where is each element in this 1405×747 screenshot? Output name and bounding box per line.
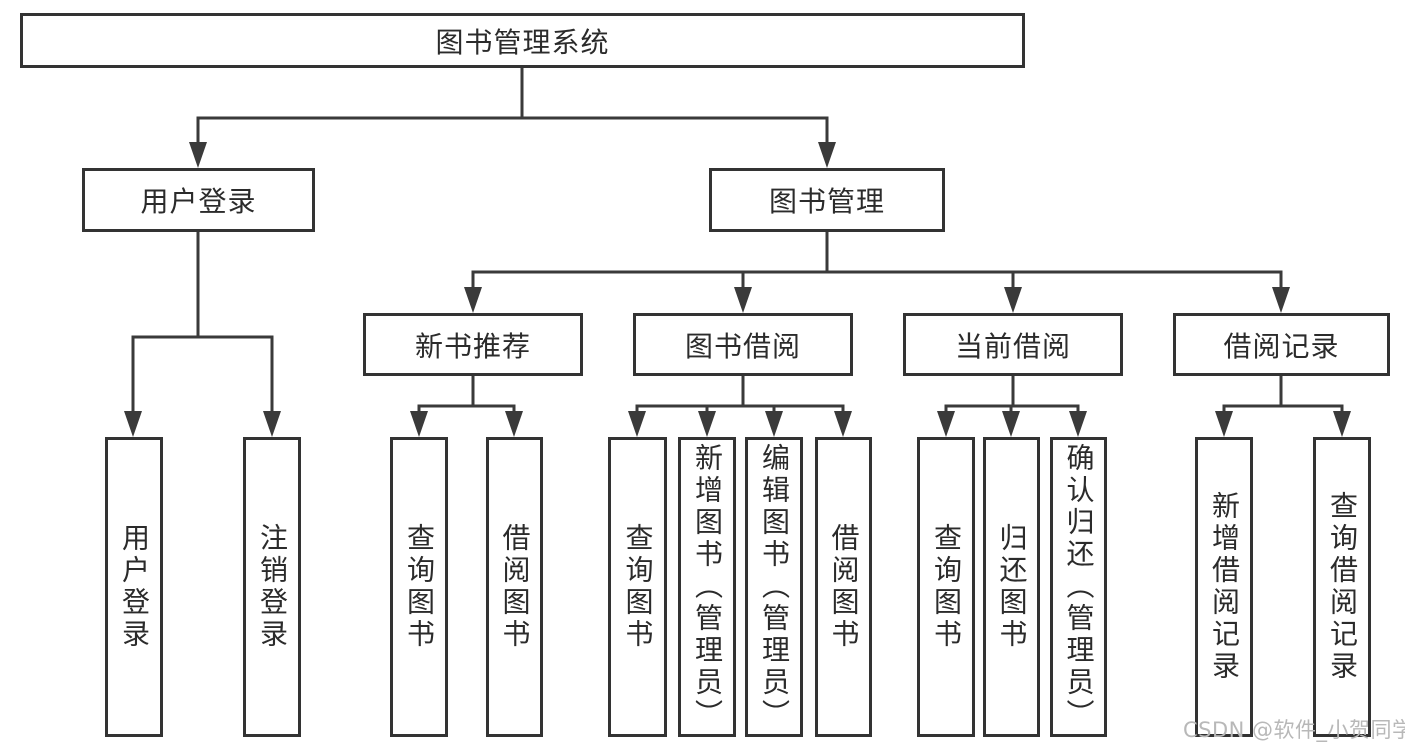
node-label: 查询图书 — [621, 523, 655, 651]
arrowhead-icon — [734, 287, 752, 313]
node-label: 用户登录 — [118, 523, 151, 651]
node-new-book-recommend: 新书推荐 — [363, 313, 583, 376]
leaf-query-books-borrow: 查询图书 — [608, 437, 667, 737]
leaf-add-borrow-record: 新增借阅记录 — [1195, 437, 1253, 737]
arrowhead-icon — [1002, 411, 1020, 437]
node-label: 借阅记录 — [1223, 329, 1340, 363]
arrowhead-icon — [505, 411, 523, 437]
node-label: 用户登录 — [140, 185, 257, 218]
arrowhead-icon — [1333, 411, 1351, 437]
leaf-borrow-books: 借阅图书 — [815, 437, 872, 737]
node-label: 查询图书 — [403, 523, 436, 651]
arrowhead-icon — [834, 411, 852, 437]
node-label: 归还图书 — [995, 523, 1029, 651]
node-label: 当前借阅 — [954, 329, 1071, 363]
connector-current-borrow-branch — [937, 374, 1087, 437]
node-label: 新增图书（管理员） — [691, 443, 724, 731]
arrowhead-icon — [464, 287, 482, 313]
arrowhead-icon — [698, 411, 716, 437]
arrowhead-icon — [818, 142, 836, 168]
node-label: 新书推荐 — [414, 329, 531, 363]
node-label: 注销登录 — [256, 523, 289, 651]
node-book-borrow: 图书借阅 — [633, 313, 853, 376]
csdn-watermark: CSDN @软件_小贺同学 — [1183, 718, 1405, 742]
arrowhead-icon — [1215, 411, 1233, 437]
leaf-add-books-admin: 新增图书（管理员） — [678, 437, 736, 737]
node-library-management-system: 图书管理系统 — [20, 13, 1025, 68]
arrowhead-icon — [1069, 411, 1087, 437]
node-label: 编辑图书（管理员） — [758, 443, 791, 731]
arrowhead-icon — [263, 411, 281, 437]
arrowhead-icon — [1272, 287, 1290, 313]
arrowhead-icon — [937, 411, 955, 437]
arrowhead-icon — [765, 411, 783, 437]
leaf-user-login: 用户登录 — [105, 437, 163, 737]
node-label: 借阅图书 — [827, 523, 861, 651]
node-label: 查询借阅记录 — [1326, 491, 1359, 683]
connector-book-management-branch — [464, 230, 1290, 313]
connector-root-to-level2 — [189, 66, 836, 168]
node-label: 图书管理系统 — [435, 25, 610, 59]
arrowhead-icon — [1004, 287, 1022, 313]
connector-user-login-branch — [124, 230, 281, 437]
arrowhead-icon — [124, 411, 142, 437]
node-label: 确认归还（管理员） — [1062, 443, 1096, 731]
arrowhead-icon — [189, 142, 207, 168]
leaf-query-books-recommend: 查询图书 — [390, 437, 448, 737]
leaf-query-borrow-record: 查询借阅记录 — [1313, 437, 1371, 737]
leaf-return-books: 归还图书 — [983, 437, 1040, 737]
connector-book-borrow-branch — [628, 374, 852, 437]
node-user-login: 用户登录 — [82, 168, 315, 232]
arrowhead-icon — [410, 411, 428, 437]
leaf-query-books-current: 查询图书 — [917, 437, 975, 737]
leaf-edit-books-admin: 编辑图书（管理员） — [745, 437, 803, 737]
connector-borrow-records-branch — [1215, 374, 1351, 437]
leaf-borrow-books-recommend: 借阅图书 — [486, 437, 543, 737]
node-borrow-records: 借阅记录 — [1173, 313, 1390, 376]
node-label: 图书借阅 — [684, 329, 801, 363]
node-current-borrow: 当前借阅 — [903, 313, 1123, 376]
node-label: 新增借阅记录 — [1208, 491, 1241, 683]
node-label: 借阅图书 — [498, 523, 532, 651]
node-book-management: 图书管理 — [709, 168, 945, 232]
node-label: 图书管理 — [768, 185, 885, 218]
arrowhead-icon — [628, 411, 646, 437]
node-label: 查询图书 — [930, 523, 963, 651]
connector-new-book-recommend-branch — [410, 374, 523, 437]
leaf-confirm-return-admin: 确认归还（管理员） — [1050, 437, 1107, 737]
leaf-logout: 注销登录 — [243, 437, 301, 737]
